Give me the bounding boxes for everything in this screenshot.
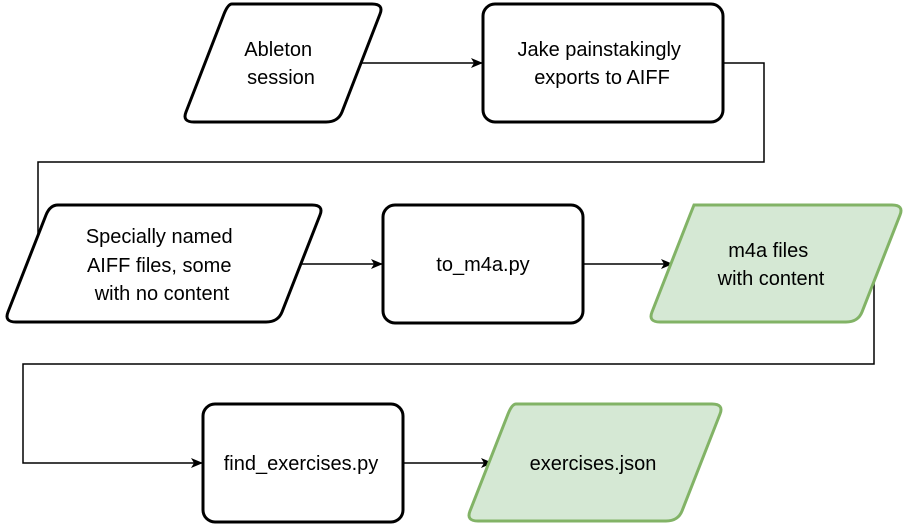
to-m4a-shape (381, 203, 585, 325)
svg-text:Ableton session: Ableton session (244, 39, 317, 89)
edge-m4a-files-to-find-exercises (22, 264, 875, 468)
ableton-session-line-1: Ableton (244, 39, 312, 61)
jake-exports-shape (481, 2, 725, 124)
node-exercises-json: exercises.json (467, 402, 723, 523)
m4a-files-shape (649, 203, 903, 324)
aiff-files-line-1: Specially named (86, 226, 233, 248)
node-jake-exports: Jake painstakingly exports to AIFF (481, 2, 725, 124)
find-exercises-line-1: find_exercises.py (224, 453, 379, 475)
edges (22, 58, 875, 468)
edge-jake-to-aiff (33, 62, 765, 263)
find-exercises-shape (201, 402, 405, 524)
aiff-files-shape (5, 203, 323, 324)
exercises-json-line-1: exercises.json (530, 453, 657, 475)
svg-text:Jake painstakingly expor: Jake painstakingly exports to AIFF (518, 39, 687, 89)
ableton-session-line-2: session (247, 67, 315, 89)
svg-text:find_exercises.py: find_exercises.py (224, 453, 379, 475)
svg-text:to_m4a.py: to_m4a.py (436, 254, 529, 276)
node-m4a-files: m4a files with content (649, 203, 903, 324)
node-aiff-files: Specially named AIFF files, some with no… (5, 203, 323, 324)
svg-text:m4a files with content: m4a files with content (717, 240, 825, 290)
aiff-files-line-3: with no content (94, 283, 230, 305)
ableton-session-shape (183, 2, 383, 124)
svg-text:Specially named AIFF fil: Specially named AIFF files, some with no… (86, 226, 238, 305)
node-to-m4a: to_m4a.py (381, 203, 585, 325)
to-m4a-line-1: to_m4a.py (436, 254, 529, 276)
node-ableton-session: Ableton session (183, 2, 383, 124)
m4a-files-line-2: with content (717, 268, 825, 290)
exercises-json-shape (467, 402, 723, 523)
svg-text:exercises.json: exercises.json (530, 453, 657, 475)
node-find-exercises: find_exercises.py (201, 402, 405, 524)
jake-exports-line-1: Jake painstakingly (518, 39, 681, 61)
aiff-files-line-2: AIFF files, some (87, 255, 231, 277)
jake-exports-line-2: exports to AIFF (534, 67, 670, 89)
m4a-files-line-1: m4a files (728, 240, 808, 262)
